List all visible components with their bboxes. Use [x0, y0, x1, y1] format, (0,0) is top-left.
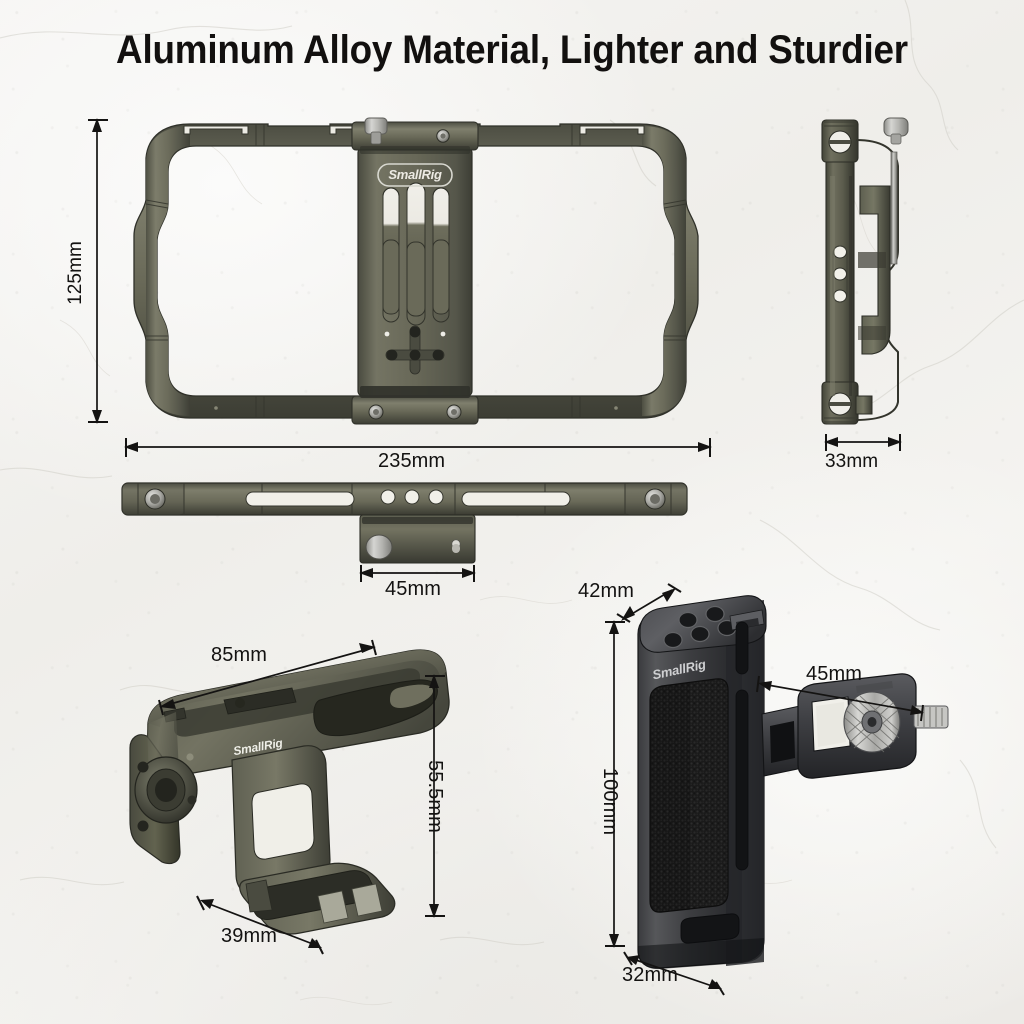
- dimension-line-55-5mm: [425, 674, 445, 918]
- dimension-label-235mm: 235mm: [378, 450, 446, 472]
- crossbar-body: [121, 482, 688, 564]
- dimension-label-39mm: 39mm: [221, 925, 277, 947]
- brand-label-cage: SmallRig: [388, 167, 442, 182]
- dimension-line-235mm: [124, 438, 712, 457]
- dimension-label-85mm: 85mm: [211, 644, 267, 666]
- dimension-label-45mm-crossbar: 45mm: [385, 578, 441, 600]
- brand-badge-cage: [377, 163, 453, 187]
- top-handle-body: [129, 649, 450, 935]
- dimension-line-42mm: [616, 583, 682, 623]
- dimension-line-100mm: [605, 620, 625, 948]
- cage-center-plate: [351, 117, 479, 425]
- cage-side-body: [821, 117, 909, 425]
- dimension-label-42mm: 42mm: [578, 580, 634, 602]
- dimension-line-85mm: [158, 639, 377, 716]
- dimension-line-39mm: [196, 895, 324, 955]
- dimension-line-45mm-crossbar: [359, 565, 476, 582]
- dimension-label-100mm: 100mm: [599, 767, 622, 836]
- cage-thumb-knob: [364, 117, 388, 145]
- dimension-line-125mm: [88, 118, 108, 424]
- dimension-label-45mm-clamp: 45mm: [806, 663, 862, 685]
- dimension-label-32mm: 32mm: [622, 964, 678, 986]
- dimension-label-33mm: 33mm: [825, 451, 879, 472]
- dimension-line-32mm: [623, 951, 725, 996]
- page-title: Aluminum Alloy Material, Lighter and Stu…: [116, 28, 908, 72]
- dimension-line-33mm: [824, 434, 902, 451]
- plate-screws: [368, 129, 462, 420]
- side-handle-body: [637, 595, 949, 970]
- dimension-line-45mm-clamp: [756, 675, 924, 722]
